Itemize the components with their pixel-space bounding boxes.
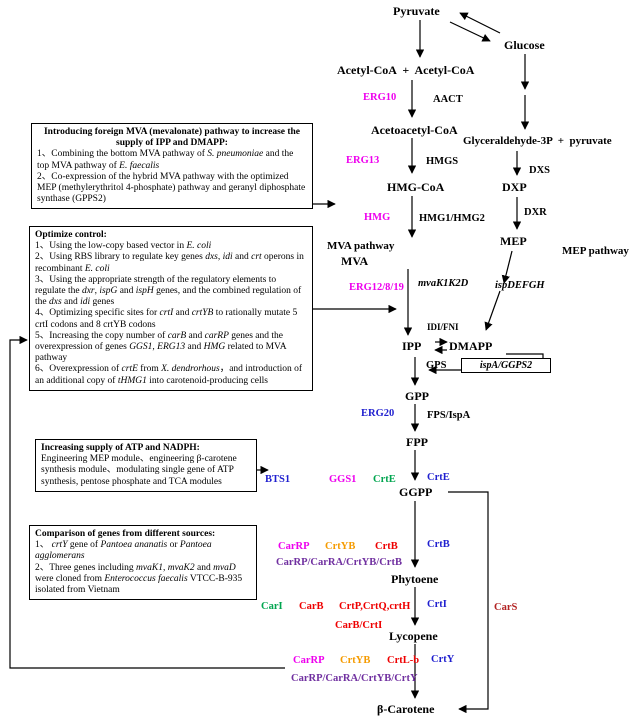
node-fpp: FPP	[406, 435, 428, 449]
arrow-mep-dmapp	[484, 290, 501, 331]
gene-crtb-blue: CrtB	[427, 539, 450, 550]
label-mep-pathway: MEP pathway	[562, 245, 629, 257]
enzyme-dxr: DXR	[524, 207, 547, 218]
node-glucose: Glucose	[504, 38, 545, 52]
gene-crtyb-1: CrtYB	[325, 541, 356, 552]
arrow-pyruvate-glucose	[449, 21, 491, 42]
arrow-mep-step1	[501, 250, 513, 284]
gene-cari: CarI	[261, 601, 283, 612]
box-optimize-item: 3、Using the appropriate strength of the …	[35, 274, 302, 308]
box-optimize-item: 6、Overexpression of crtE from X. dendror…	[35, 364, 303, 386]
node-mva: MVA	[341, 254, 369, 268]
enzyme-erg12-8-19: ERG12/8/19	[349, 282, 404, 293]
gene-crtl-b: CrtL-b	[387, 655, 420, 666]
enzyme-dxs: DXS	[529, 165, 551, 176]
box-atp-nadph-body: Engineering MEP module、engineering β-car…	[41, 454, 237, 487]
enzyme-hmgs: HMGS	[426, 156, 459, 167]
label-mva-pathway: MVA pathway	[327, 240, 395, 252]
box-mva-intro-item: 1、Combining the bottom MVA pathway of S.…	[37, 149, 294, 171]
enzyme-erg10: ERG10	[363, 92, 397, 103]
node-phytoene: Phytoene	[391, 572, 439, 586]
gene-bts1: BTS1	[265, 474, 291, 485]
node-ggpp: GGPP	[399, 485, 433, 499]
gene-crtyb-2: CrtYB	[340, 655, 371, 666]
node-hmg-coa: HMG-CoA	[387, 180, 445, 194]
enzyme-hmg1-hmg2: HMG1/HMG2	[419, 213, 485, 224]
box-gene-sources-item: 1、 crtY gene of Pantoea ananatis or Pant…	[35, 540, 212, 562]
node-acetoacetyl-coa: Acetoacetyl-CoA	[371, 123, 458, 137]
box-optimize-item: 1、Using the low-copy based vector in E. …	[35, 241, 212, 252]
gene-carb: CarB	[299, 601, 324, 612]
node-dxp: DXP	[502, 180, 527, 194]
box-gene-sources: Comparison of genes from different sourc…	[29, 525, 257, 601]
gene-combo-lycopene: CarRP/CarRA/CrtYB/CrtY	[291, 673, 418, 684]
enzyme-fps-ispa: FPS/IspA	[427, 410, 471, 421]
box-mva-intro: Introducing foreign MVA (mevalonate) pat…	[31, 123, 313, 210]
gene-carrp-2: CarRP	[293, 655, 325, 666]
gene-combo-phytoene: CarRP/CarRA/CrtYB/CrtB	[276, 557, 402, 568]
node-ipp: IPP	[402, 339, 422, 353]
box-optimize-item: 5、Increasing the copy number of carB and…	[35, 330, 287, 364]
box-optimize-item: 4、Optimizing specific sites for crtI and…	[35, 308, 298, 330]
enzyme-ispdefgh: ispDEFGH	[495, 280, 545, 291]
enzyme-hmg: HMG	[364, 212, 391, 223]
enzyme-gps: GPS	[426, 360, 447, 371]
connector-bottom-to-optimize-box	[9, 335, 285, 669]
box-atp-nadph-title: Increasing supply of ATP and NADPH:	[41, 443, 200, 453]
box-optimize-control: Optimize control: 1、Using the low-copy b…	[29, 226, 313, 391]
box-gene-sources-title: Comparison of genes from different sourc…	[35, 529, 216, 539]
node-acetyl-coa-pair: Acetyl-CoA + Acetyl-CoA	[337, 63, 475, 77]
node-lycopene: Lycopene	[389, 629, 438, 643]
enzyme-erg20: ERG20	[361, 408, 395, 419]
gene-crtb-red: CrtB	[375, 541, 398, 552]
enzyme-mvak1k2d: mvaK1K2D	[418, 278, 469, 289]
box-optimize-title: Optimize control:	[35, 230, 107, 240]
enzyme-idi-fni: IDI/FNI	[427, 322, 459, 332]
box-gene-sources-item: 2、Three genes including mvaK1, mvaK2 and…	[35, 562, 243, 596]
node-pyruvate: Pyruvate	[393, 4, 440, 18]
gene-crte-blue: CrtE	[427, 472, 450, 483]
box-mva-intro-title: Introducing foreign MVA (mevalonate) pat…	[43, 127, 301, 149]
box-optimize-item: 2、Using RBS library to regulate key gene…	[35, 252, 304, 274]
node-g3p-pyruvate: Glyceraldehyde-3P + pyruvate	[463, 135, 612, 147]
gene-crti-blue: CrtI	[427, 599, 447, 610]
gene-cars: CarS	[494, 602, 518, 613]
node-beta-carotene: β-Carotene	[377, 702, 435, 716]
arrow-cars-bracket	[448, 491, 489, 714]
enzyme-erg13: ERG13	[346, 155, 380, 166]
box-atp-nadph: Increasing supply of ATP and NADPH: Engi…	[35, 439, 257, 492]
gene-carb-crti: CarB/CrtI	[335, 620, 383, 631]
node-mep: MEP	[500, 234, 527, 248]
enzyme-aact: AACT	[433, 94, 463, 105]
gene-crtp-crtq-crth: CrtP,CrtQ,crtH	[339, 601, 411, 612]
gene-carrp-1: CarRP	[278, 541, 310, 552]
node-dmapp: DMAPP	[449, 339, 493, 353]
gene-crte-green: CrtE	[373, 474, 396, 485]
enzyme-ispa-ggps2-box: ispA/GGPS2	[461, 358, 551, 373]
arrow-glucose-pyruvate	[459, 12, 501, 34]
node-gpp: GPP	[405, 389, 429, 403]
gene-crty-blue: CrtY	[431, 654, 455, 665]
box-mva-intro-item: 2、Co-expression of the hybrid MVA pathwa…	[37, 171, 306, 205]
gene-ggs1: GGS1	[329, 474, 357, 485]
